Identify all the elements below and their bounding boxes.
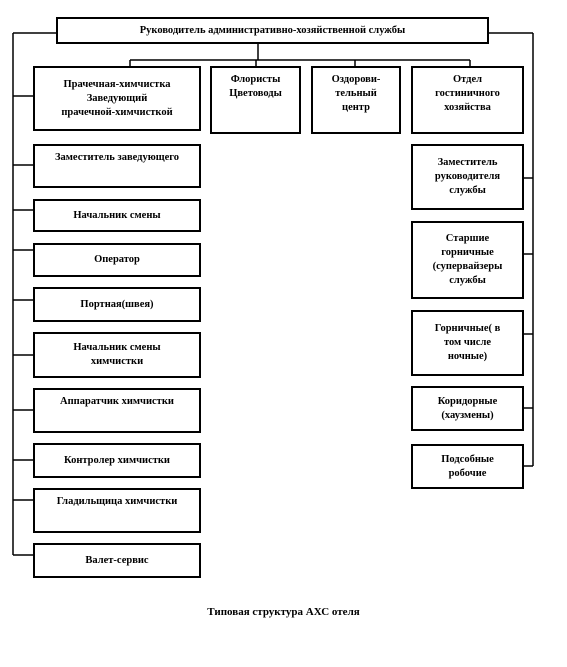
node-housekeeping-deputy: Заместитель руководителя службы xyxy=(411,144,524,210)
node-senior-maids: Старшие горничные (супервайзеры службы xyxy=(411,221,524,299)
node-valet-service-label: Валет-сервис xyxy=(85,554,149,566)
node-operator: Оператор xyxy=(33,243,201,277)
node-seamstress: Портная(швея) xyxy=(33,287,201,322)
node-laundry-deputy: Заместитель заведующего xyxy=(33,144,201,188)
node-drycleaning-shift-manager-label: Начальник смены химчистки xyxy=(73,342,161,367)
node-drycleaning-ironer: Гладильщица химчистки xyxy=(33,488,201,533)
node-laundry-head: Прачечная-химчистка Заведующий прачечной… xyxy=(33,66,201,131)
node-drycleaning-inspector-label: Контролер химчистки xyxy=(64,454,170,466)
node-root-label: Руководитель административно-хозяйственн… xyxy=(139,24,406,36)
node-auxiliary-workers: Подсобные робочие xyxy=(411,444,524,489)
node-housekeeping-dept: Отдел гостиничного хозяйства xyxy=(411,66,524,134)
node-seamstress-label: Портная(швея) xyxy=(80,298,154,310)
node-housemen: Коридорные (хаузмены) xyxy=(411,386,524,431)
node-operator-label: Оператор xyxy=(94,254,140,265)
node-housekeeping-dept-label: Отдел гостиничного хозяйства xyxy=(435,74,500,113)
node-auxiliary-workers-label: Подсобные робочие xyxy=(441,453,494,479)
node-laundry-head-label: Прачечная-химчистка Заведующий прачечной… xyxy=(61,78,173,118)
node-drycleaning-operator: Аппаратчик химчистки xyxy=(33,388,201,433)
node-maids: Горничные( в том числе ночные) xyxy=(411,310,524,376)
node-maids-label: Горничные( в том числе ночные) xyxy=(434,323,501,362)
node-drycleaning-inspector: Контролер химчистки xyxy=(33,443,201,478)
node-laundry-deputy-label: Заместитель заведующего xyxy=(54,152,180,163)
node-drycleaning-ironer-label: Гладильщица химчистки xyxy=(56,496,178,507)
node-health-center-label: Оздорови- тельный центр xyxy=(331,74,381,113)
node-shift-manager-label: Начальник смены xyxy=(73,209,161,221)
node-health-center: Оздорови- тельный центр xyxy=(311,66,401,134)
node-drycleaning-operator-label: Аппаратчик химчистки xyxy=(60,396,174,407)
node-valet-service: Валет-сервис xyxy=(33,543,201,578)
node-housekeeping-deputy-label: Заместитель руководителя службы xyxy=(434,157,501,196)
node-florists: Флористы Цветоводы xyxy=(210,66,301,134)
node-florists-label: Флористы Цветоводы xyxy=(229,74,282,99)
node-root: Руководитель административно-хозяйственн… xyxy=(56,17,489,44)
node-senior-maids-label: Старшие горничные (супервайзеры службы xyxy=(432,233,503,286)
node-shift-manager: Начальник смены xyxy=(33,199,201,232)
node-housemen-label: Коридорные (хаузмены) xyxy=(437,395,498,421)
figure-caption: Типовая структура АХС отеля xyxy=(207,606,360,618)
node-drycleaning-shift-manager: Начальник смены химчистки xyxy=(33,332,201,378)
